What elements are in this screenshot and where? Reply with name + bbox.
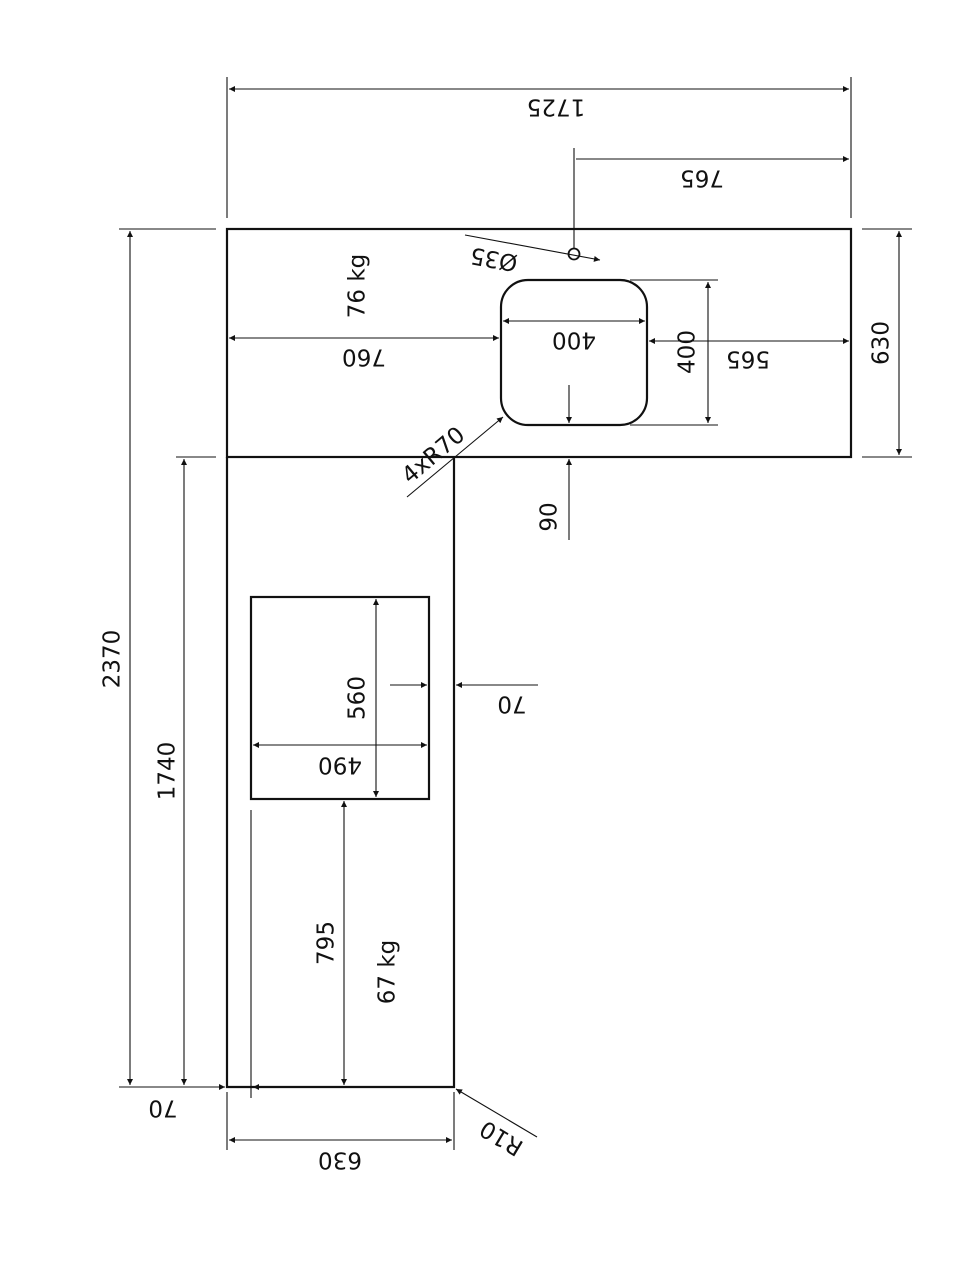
dimension-lines <box>127 86 902 1143</box>
dim-side-length-label: 1740 <box>155 742 181 801</box>
dim-end-offset-label: 70 <box>148 1095 177 1121</box>
dim-overall-length-label: 2370 <box>100 630 126 689</box>
dim-faucet-hole-label: Ø35 <box>468 242 519 276</box>
dim-overall-width-label: 1725 <box>527 94 586 120</box>
side-piece-outline <box>225 457 456 1089</box>
dim-sink-height-label: 400 <box>675 330 701 374</box>
dim-corner-radius-label: 4xR70 <box>397 422 470 489</box>
dim-cutout-width-label: 490 <box>318 752 362 778</box>
top-piece-outline <box>225 227 853 459</box>
dim-sink-front-offset-label: 90 <box>537 502 563 531</box>
side-piece-weight-label: 67 kg <box>375 940 401 1005</box>
dim-sink-width-label: 400 <box>552 327 596 353</box>
side-cutout <box>249 595 431 801</box>
dim-cutout-edge-offset-label: 70 <box>497 691 526 717</box>
dim-side-width-label: 630 <box>318 1147 362 1173</box>
sink-cutout <box>499 278 649 427</box>
dim-cutout-end-offset-label: 795 <box>314 921 340 965</box>
dim-sink-left-offset-label: 760 <box>342 344 386 370</box>
dim-faucet-offset-label: 765 <box>680 165 724 191</box>
dim-corner-r10-label: R10 <box>476 1115 528 1161</box>
top-piece-weight-label: 76 kg <box>345 254 371 319</box>
dim-top-depth-label: 630 <box>869 321 895 365</box>
dim-cutout-height-label: 560 <box>345 676 371 720</box>
extension-lines <box>119 77 912 1150</box>
dim-sink-right-offset-label: 565 <box>726 346 770 372</box>
